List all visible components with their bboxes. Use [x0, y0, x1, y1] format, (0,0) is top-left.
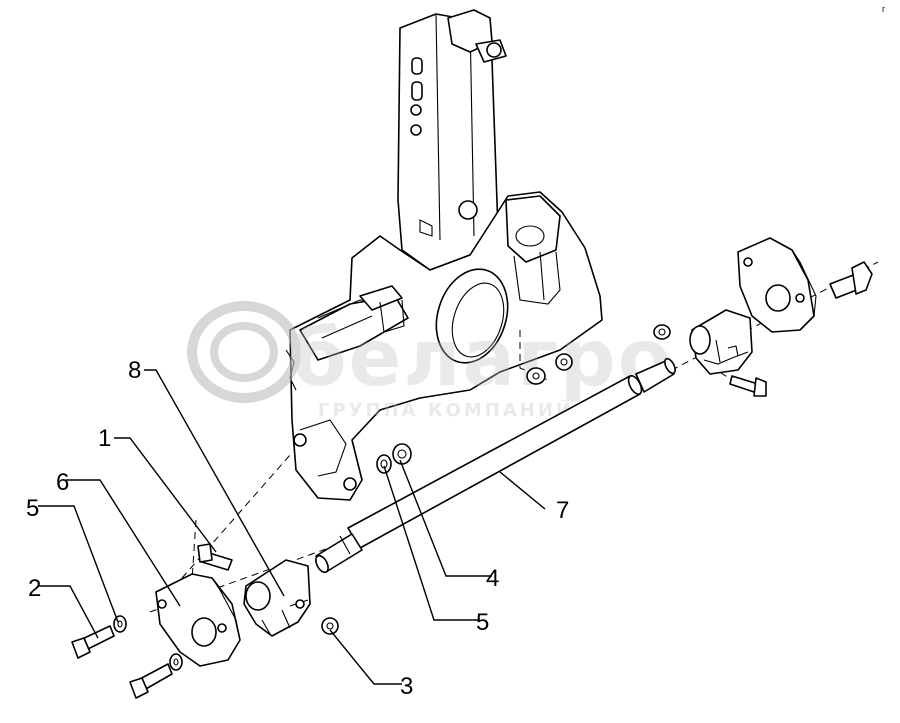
- callout-5-right: 5: [476, 609, 489, 636]
- callout-7: 7: [556, 497, 569, 524]
- split-clamp-upper: [689, 309, 753, 375]
- bolt-upper-right: [829, 261, 873, 299]
- callout-1: 1: [98, 425, 111, 452]
- watermark-logo-icon: [187, 301, 301, 403]
- flange-plate-upper: [737, 237, 817, 333]
- shaft: [315, 357, 676, 574]
- watermark-tagline-text: ГРУППА КОМПАНИЙ: [318, 399, 574, 421]
- leader-lines: [38, 369, 546, 685]
- callout-5-left: 5: [26, 495, 39, 522]
- main-housing: [285, 9, 603, 501]
- flange-plate-lower: [155, 573, 241, 667]
- bolt-1: [197, 543, 233, 571]
- corner-mark: r: [882, 4, 885, 14]
- split-clamp-lower: [243, 559, 311, 637]
- nuts-upper: [526, 324, 671, 385]
- callout-8: 8: [128, 357, 141, 384]
- callout-3: 3: [400, 673, 413, 700]
- nut-3: [321, 617, 339, 635]
- nut-washer-middle: [376, 443, 412, 474]
- callout-labels: 8 1 6 5 2 7 4 5 3: [26, 357, 569, 700]
- bolt-upper-clamp: [729, 375, 767, 397]
- bolts-lower-left: [71, 615, 183, 699]
- callout-6: 6: [56, 469, 69, 496]
- callout-2: 2: [28, 575, 41, 602]
- callout-4: 4: [486, 565, 499, 592]
